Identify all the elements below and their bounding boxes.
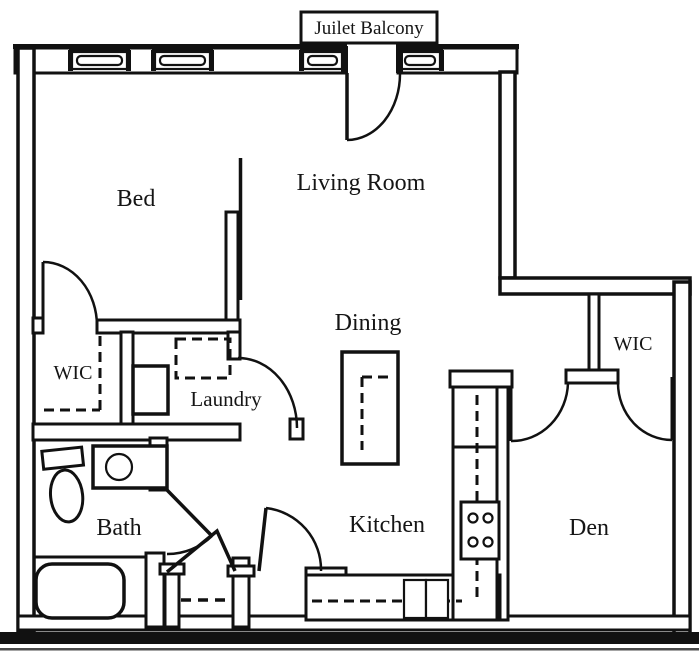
bath-top-wall [31, 422, 242, 442]
laundry-fixtures [131, 337, 232, 416]
wic-right-wall [587, 292, 601, 376]
bathtub-icon [34, 562, 126, 620]
living-right-wall [498, 70, 517, 280]
room-label-living-room: Living Room [297, 170, 426, 196]
bath-sink-icon [91, 444, 169, 490]
right-wing-top-wall [498, 276, 692, 296]
toilet-icon [40, 445, 86, 524]
wic-laundry-wall [119, 330, 135, 434]
bath-fixtures [34, 444, 169, 620]
bed-bottom-wall [95, 318, 242, 335]
room-label-kitchen: Kitchen [349, 512, 425, 538]
dryer-dashed-icon [174, 337, 232, 380]
window-icon [151, 44, 214, 71]
window-icon [68, 44, 131, 71]
closet-bifold-door-icon [165, 528, 237, 574]
balcony-label: Juilet Balcony [314, 18, 424, 39]
right-wall [672, 280, 692, 636]
door-icons [41, 260, 674, 574]
room-label-bath: Bath [96, 515, 141, 541]
laundry-door-icon [237, 356, 299, 429]
room-label-den: Den [569, 515, 609, 541]
dining-island [340, 350, 400, 466]
window-icon [299, 44, 346, 71]
den-door-header [564, 368, 620, 385]
left-wall [16, 46, 36, 634]
balcony-label-box [299, 10, 439, 45]
room-label-dining: Dining [335, 310, 402, 336]
exterior-walls [0, 44, 699, 651]
kitchen-sink-icon [402, 578, 450, 620]
bed-living-wall [224, 210, 240, 324]
room-label-bed: Bed [117, 186, 156, 212]
room-label-wic-right: WIC [614, 333, 653, 355]
room-label-laundry: Laundry [190, 387, 262, 411]
window-icon [396, 44, 444, 71]
window-icons [68, 44, 444, 71]
closet-shelves-dashed [44, 336, 233, 602]
kitchen-door-icon [257, 506, 323, 572]
room-label-wic-left: WIC [54, 362, 93, 384]
washer-icon [131, 364, 170, 416]
kitchen-fixtures [304, 369, 514, 622]
balcony-door-icon [341, 46, 403, 142]
wic-left-door-icon [41, 260, 99, 327]
den-double-door-icon [509, 377, 674, 443]
stove-icon [459, 500, 501, 561]
room-labels: Juilet Balcony Living Room Bed Dining WI… [54, 18, 653, 541]
kitchen-counter-cap [448, 369, 514, 389]
